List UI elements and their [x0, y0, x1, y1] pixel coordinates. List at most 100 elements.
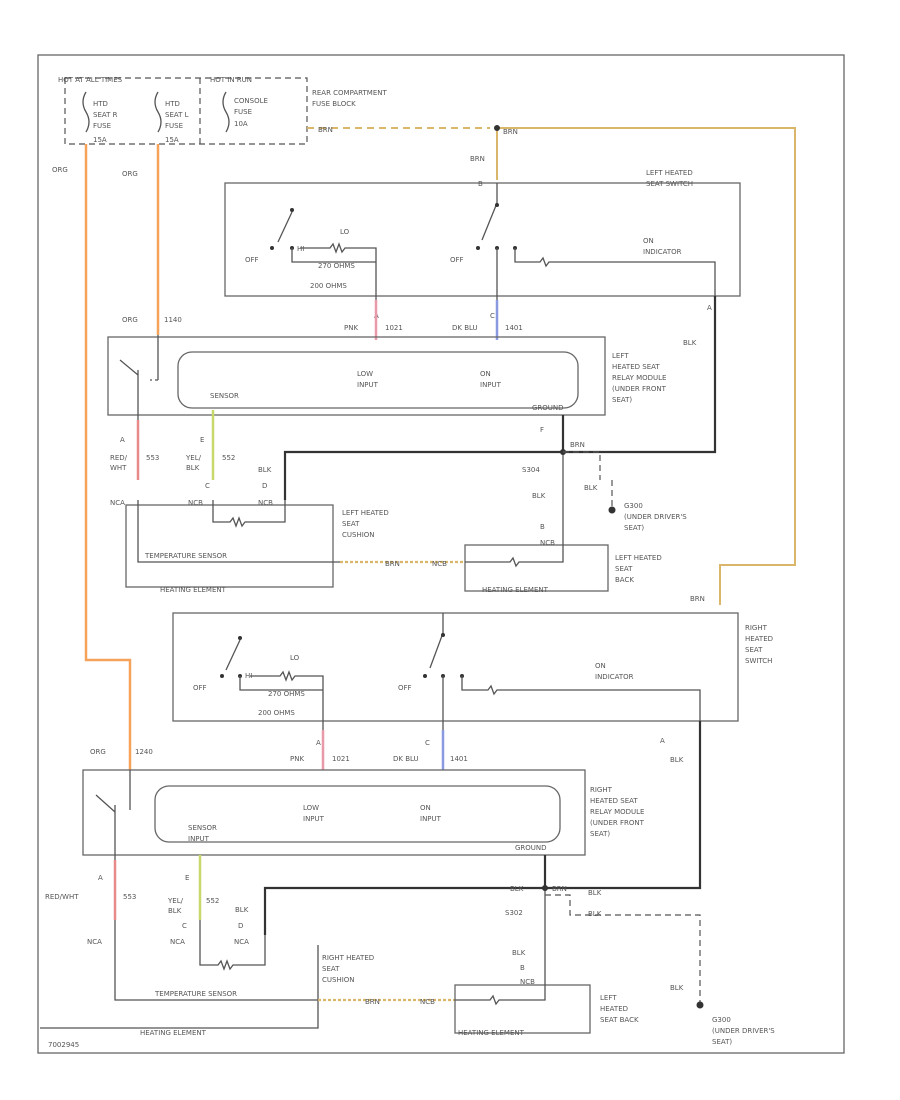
diagram-label: BRN: [470, 155, 485, 163]
diagram-label: BLK: [588, 889, 602, 897]
left-ground-splice: S304 BLK BLK BRN G300 (UNDER DRIVER'S SE…: [522, 441, 687, 532]
diagram-label: SEAT): [590, 830, 610, 838]
diagram-label: OFF: [398, 684, 412, 692]
diagram-label: 1140: [164, 316, 182, 324]
diagram-label: HTD: [93, 100, 108, 108]
diagram-label: LEFT: [612, 352, 629, 360]
diagram-label: 1401: [450, 755, 468, 763]
diagram-label: BLK: [670, 984, 684, 992]
diagram-label: 1021: [385, 324, 403, 332]
fuse-block-name: REAR COMPARTMENT: [312, 89, 387, 97]
diagram-label: SWITCH: [745, 657, 772, 665]
diagram-label: S302: [505, 909, 523, 917]
diagram-label: DK BLU: [452, 324, 478, 332]
diagram-label: YEL/: [167, 897, 184, 905]
diagram-label: SEAT: [615, 565, 633, 573]
diagram-label: C: [205, 482, 210, 490]
blk-wire-left-module-ground: [283, 415, 565, 500]
diagram-label: LEFT HEATED: [615, 554, 662, 562]
diagram-label: 1401: [505, 324, 523, 332]
blk-wire-left-switch: [563, 296, 717, 454]
power-wires: BRN BRN BRN ORG ORG: [52, 125, 796, 770]
brn-wire-right-switch: [497, 127, 796, 605]
left-heated-seat-switch: LEFT HEATED SEAT SWITCH OFF HI LO 270 OH…: [224, 169, 741, 454]
diagram-label: RED/WHT: [45, 893, 79, 901]
hot-in-run-label: HOT IN RUN: [210, 76, 252, 84]
diagram-label: RELAY MODULE: [612, 374, 666, 382]
diagram-label: BRN: [690, 595, 705, 603]
footer-code: 7002945: [48, 1041, 79, 1049]
diagram-label: C: [425, 739, 430, 747]
diagram-label: B: [520, 964, 525, 972]
diagram-label: SENSOR: [210, 392, 239, 400]
diagram-label: ORG: [90, 748, 106, 756]
diagram-label: 200 OHMS: [258, 709, 295, 717]
diagram-label: SENSOR: [188, 824, 217, 832]
diagram-label: SEAT: [745, 646, 763, 654]
diagram-label: INPUT: [420, 815, 442, 823]
diagram-label: HEATED SEAT: [612, 363, 660, 371]
diagram-label: 553: [123, 893, 136, 901]
diagram-label: INPUT: [480, 381, 502, 389]
diagram-label: 200 OHMS: [310, 282, 347, 290]
diagram-label: A: [707, 304, 712, 312]
diagram-label: SEAT BACK: [600, 1016, 639, 1024]
diagram-label: 270 OHMS: [268, 690, 305, 698]
diagram-label: FUSE: [165, 122, 183, 130]
diagram-label: A: [120, 436, 125, 444]
diagram-label: RIGHT HEATED: [322, 954, 374, 962]
diagram-label: D: [262, 482, 267, 490]
diagram-label: LO: [340, 228, 350, 236]
diagram-label: WHT: [110, 464, 127, 472]
diagram-label: RELAY MODULE: [590, 808, 644, 816]
diagram-label: BRN: [552, 885, 567, 893]
diagram-label: BLK: [683, 339, 697, 347]
blk-wire-right-module-ground: [263, 855, 547, 935]
diagram-label: RED/: [110, 454, 128, 462]
diagram-label: 15A: [165, 136, 179, 144]
blk-wire-right-switch: [545, 721, 702, 890]
diagram-label: BRN: [365, 998, 380, 1006]
diagram-label: FUSE: [234, 108, 252, 116]
diagram-label: HEATED: [745, 635, 773, 643]
diagram-label: TEMPERATURE SENSOR: [144, 552, 227, 560]
diagram-label: NCA: [170, 938, 185, 946]
diagram-label: BACK: [615, 576, 634, 584]
diagram-label: BRN: [570, 441, 585, 449]
diagram-label: SEAT L: [165, 111, 189, 119]
diagram-label: HEATING ELEMENT: [140, 1029, 207, 1037]
diagram-label: HEATED: [600, 1005, 628, 1013]
diagram-label: HEATED SEAT: [590, 797, 638, 805]
diagram-label: LOW: [303, 804, 319, 812]
org-wire-right-seat: [84, 144, 132, 770]
diagram-label: NCB: [432, 560, 447, 568]
diagram-label: SEAT): [712, 1038, 732, 1046]
diagram-label: (UNDER DRIVER'S: [624, 513, 687, 521]
diagram-label: CUSHION: [342, 531, 375, 539]
diagram-label: D: [238, 922, 243, 930]
diagram-label: (UNDER FRONT: [590, 819, 645, 827]
diagram-label: ON: [595, 662, 606, 670]
diagram-label: LOW: [357, 370, 373, 378]
diagram-label: BLK: [168, 907, 182, 915]
diagram-label: ON: [420, 804, 431, 812]
diagram-label: SEAT: [342, 520, 360, 528]
diagram-label: INDICATOR: [595, 673, 634, 681]
diagram-label: LEFT: [600, 994, 617, 1002]
diagram-label: G300: [624, 502, 643, 510]
diagram-label: 270 OHMS: [318, 262, 355, 270]
diagram-label: NCA: [110, 499, 125, 507]
diagram-label: NCA: [87, 938, 102, 946]
diagram-label: LEFT HEATED: [342, 509, 389, 517]
left-heated-seat-cushion: LEFT HEATED SEAT CUSHION TEMPERATURE SEN…: [125, 500, 465, 594]
diagram-label: SEAT): [624, 524, 644, 532]
right-heated-seat-back: HEATING ELEMENT LEFT HEATED SEAT BACK B …: [454, 888, 639, 1037]
diagram-label: OFF: [450, 256, 464, 264]
diagram-label: TEMPERATURE SENSOR: [154, 990, 237, 998]
diagram-label: SEAT R: [93, 111, 118, 119]
diagram-label: SEAT: [322, 965, 340, 973]
right-heated-seat-switch: RIGHT HEATED SEAT SWITCH BRN OFF HI LO 2…: [172, 595, 773, 890]
diagram-label: ON: [480, 370, 491, 378]
diagram-label: NCB: [258, 499, 273, 507]
